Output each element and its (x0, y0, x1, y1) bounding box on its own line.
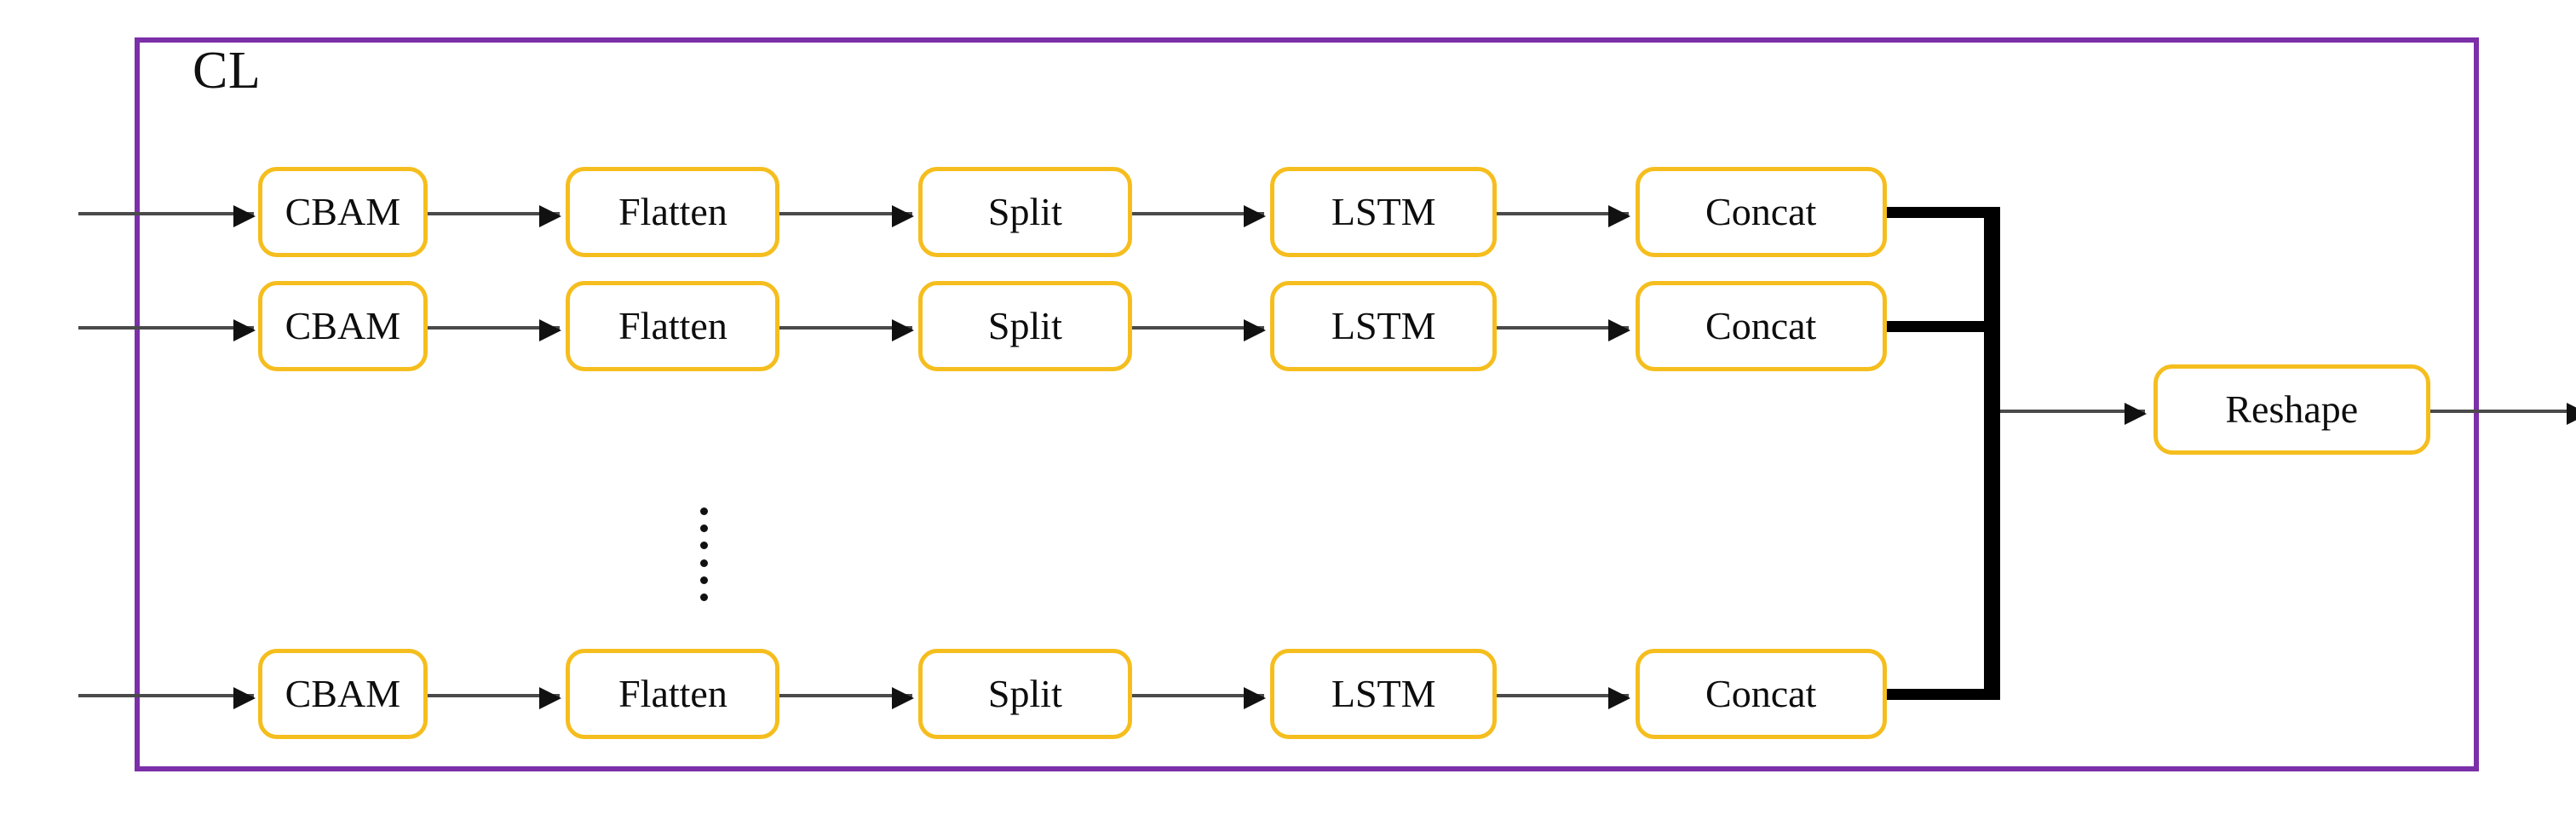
output-arrow (2429, 403, 2576, 425)
node-branch-3-split[interactable]: Split (917, 649, 1132, 739)
cl-group-frame (135, 37, 2479, 771)
arrow-branch-2-split-to-lstm (1131, 319, 1266, 341)
input-arrow-branch-3 (78, 687, 256, 709)
node-branch-1-lstm[interactable]: LSTM (1270, 167, 1498, 257)
bus-vertical-trunk (1983, 207, 2000, 700)
arrow-branch-3-flatten-to-split (779, 687, 914, 709)
arrow-branch-2-cbam-to-flatten (428, 319, 562, 341)
arrow-bus-to-reshape (1999, 403, 2147, 425)
arrow-branch-3-cbam-to-flatten (428, 687, 562, 709)
node-branch-1-split[interactable]: Split (917, 167, 1132, 257)
arrow-branch-1-flatten-to-split (779, 205, 914, 227)
input-arrow-branch-1 (78, 205, 256, 227)
node-branch-2-flatten[interactable]: Flatten (566, 281, 780, 371)
bus-stub-branch-2 (1886, 321, 2000, 332)
node-branch-2-split[interactable]: Split (917, 281, 1132, 371)
node-branch-2-lstm[interactable]: LSTM (1270, 281, 1498, 371)
cl-group-label: CL (193, 42, 262, 100)
node-branch-3-concat[interactable]: Concat (1635, 649, 1887, 739)
bus-stub-branch-1 (1886, 207, 2000, 218)
arrow-branch-3-split-to-lstm (1131, 687, 1266, 709)
node-branch-3-lstm[interactable]: LSTM (1270, 649, 1498, 739)
node-reshape[interactable]: Reshape (2153, 364, 2430, 455)
node-branch-1-flatten[interactable]: Flatten (566, 167, 780, 257)
arrow-branch-1-split-to-lstm (1131, 205, 1266, 227)
node-branch-3-cbam[interactable]: CBAM (257, 649, 428, 739)
arrow-branch-2-lstm-to-concat (1497, 319, 1631, 341)
bus-stub-branch-3 (1886, 689, 2000, 700)
node-branch-3-flatten[interactable]: Flatten (566, 649, 780, 739)
node-branch-2-cbam[interactable]: CBAM (257, 281, 428, 371)
arrow-branch-1-lstm-to-concat (1497, 205, 1631, 227)
node-branch-1-concat[interactable]: Concat (1635, 167, 1887, 257)
node-branch-2-concat[interactable]: Concat (1635, 281, 1887, 371)
arrow-branch-3-lstm-to-concat (1497, 687, 1631, 709)
arrow-branch-1-cbam-to-flatten (428, 205, 562, 227)
branch-ellipsis-icon (699, 507, 710, 601)
arrow-branch-2-flatten-to-split (779, 319, 914, 341)
input-arrow-branch-2 (78, 319, 256, 341)
node-branch-1-cbam[interactable]: CBAM (257, 167, 428, 257)
